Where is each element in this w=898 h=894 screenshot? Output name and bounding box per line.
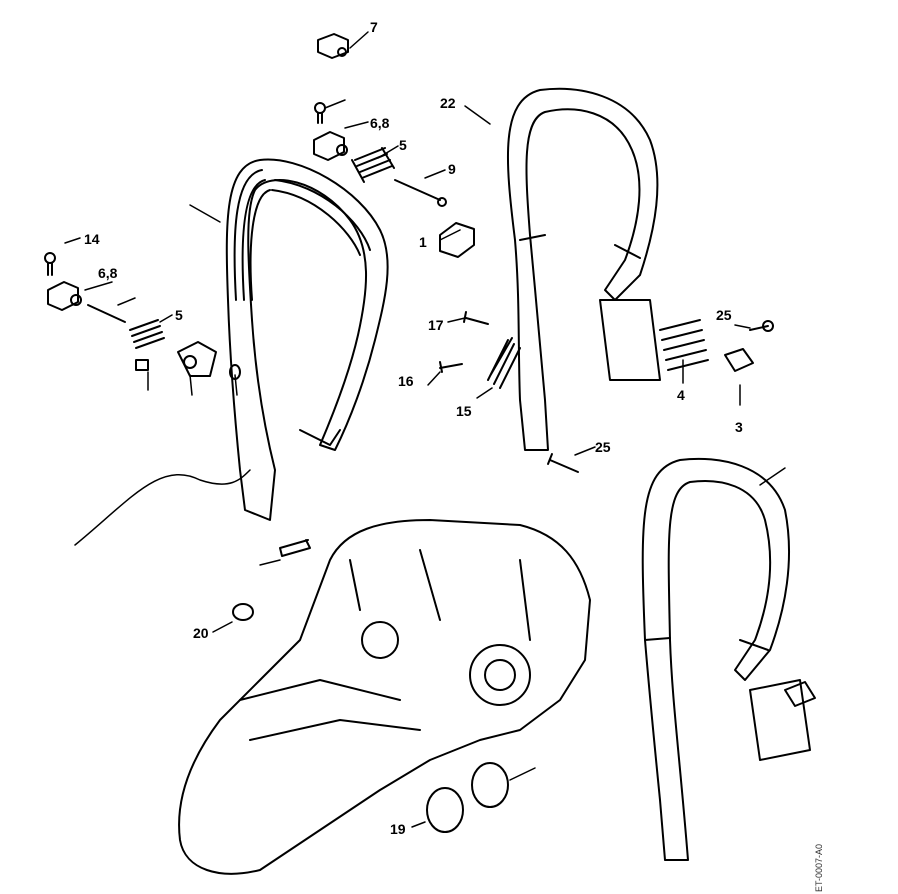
- chainsaw-housing: [178, 519, 591, 875]
- part-5-spring-left: [129, 319, 165, 349]
- label-25-bottom: 25: [595, 439, 611, 455]
- part-15-spring: [487, 337, 521, 389]
- part-mount-bracket: [177, 341, 217, 377]
- rear-handle-22: [507, 87, 754, 451]
- part-washer: [229, 364, 241, 380]
- part-14-screw-left: [44, 252, 56, 276]
- leader-lines: [64, 31, 786, 828]
- part-20-cap: [232, 603, 254, 621]
- front-handle-ribbed: [74, 158, 389, 546]
- part-screw-small: [135, 359, 149, 371]
- drawing-code: ET-0007-A0: [814, 843, 824, 892]
- label-25-top: 25: [716, 307, 732, 323]
- part-1-buffer: [439, 222, 475, 258]
- label-6-8-left: 6,8: [98, 265, 118, 281]
- label-15: 15: [456, 403, 472, 419]
- part-19-grommets: [426, 762, 509, 833]
- label-17: 17: [428, 317, 444, 333]
- part-5-spring-top: [351, 147, 395, 183]
- label-5-left: 5: [175, 307, 183, 323]
- label-6-8-top: 6,8: [370, 115, 390, 131]
- label-14: 14: [84, 231, 100, 247]
- part-6-8-clamp-top: [313, 131, 348, 161]
- part-25-screw-top: [749, 320, 774, 332]
- label-7: 7: [370, 19, 378, 35]
- rear-handle-alt: [641, 457, 816, 861]
- label-22: 22: [440, 95, 456, 111]
- part-25-screw-bottom: [547, 453, 579, 473]
- label-5-top: 5: [399, 137, 407, 153]
- part-7-clamp: [317, 33, 349, 59]
- part-16-screw: [439, 361, 463, 373]
- part-6-8-clamp-left: [47, 281, 82, 311]
- part-screw-handle: [279, 539, 311, 557]
- part-14-screw-top: [314, 102, 326, 124]
- label-20: 20: [193, 625, 209, 641]
- part-9-pin: [394, 179, 447, 207]
- label-4: 4: [677, 387, 685, 403]
- part-pin-left: [87, 304, 126, 323]
- label-9: 9: [448, 161, 456, 177]
- label-16: 16: [398, 373, 414, 389]
- label-3: 3: [735, 419, 743, 435]
- label-1: 1: [419, 234, 427, 250]
- part-17-screw: [463, 311, 489, 325]
- label-19: 19: [390, 821, 406, 837]
